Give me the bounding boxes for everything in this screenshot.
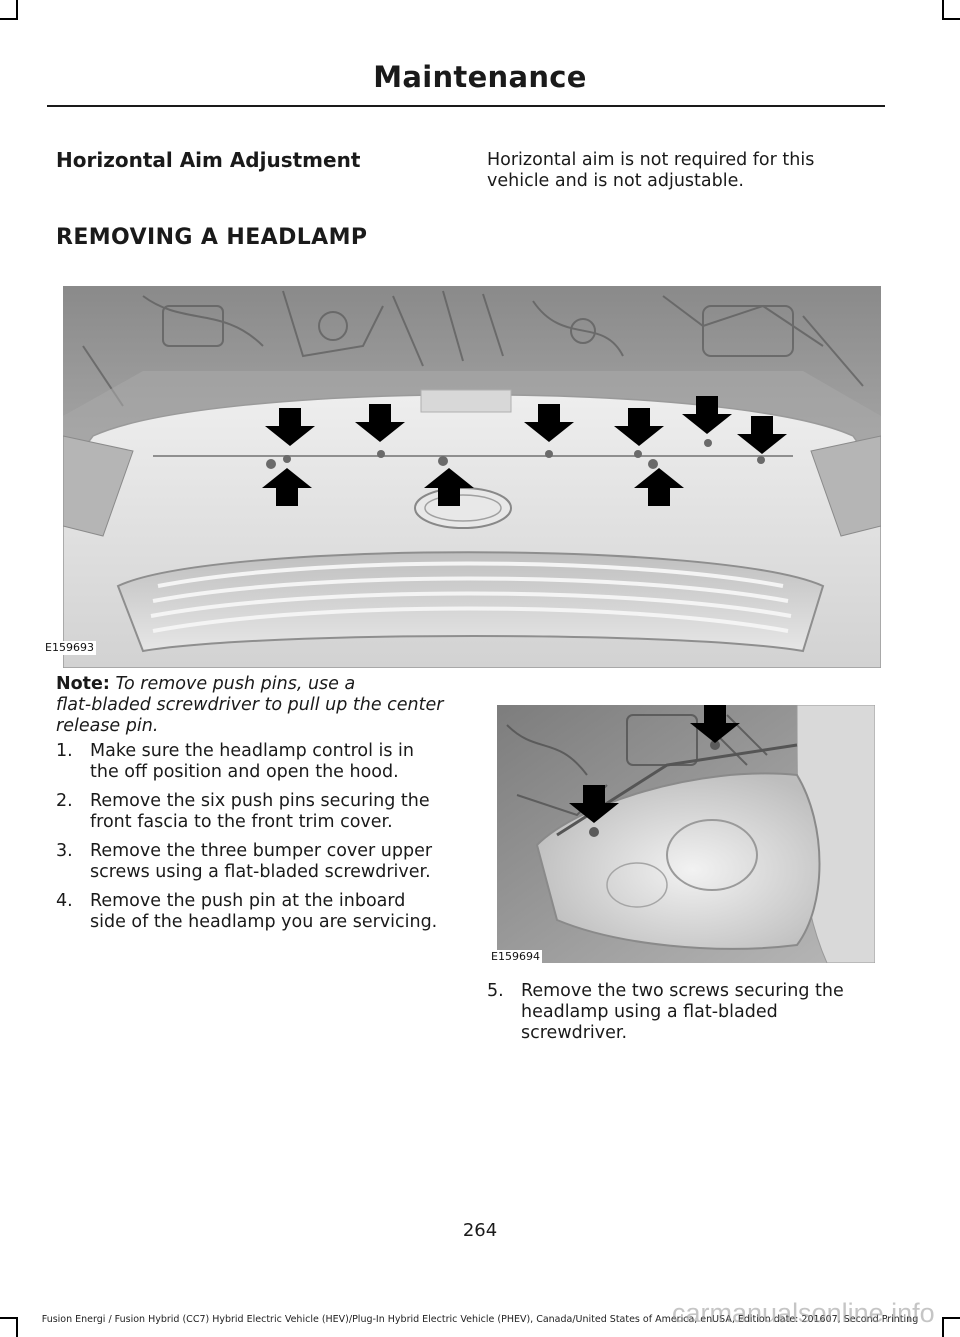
list-item: 5. Remove the two screws securing the he…	[487, 981, 887, 1044]
crop-mark	[0, 18, 18, 20]
note: Note: To remove push pins, use a flat-bl…	[56, 674, 456, 737]
crop-mark	[942, 1317, 960, 1319]
crop-mark	[16, 0, 18, 20]
footer-text: Fusion Energi / Fusion Hybrid (CC7) Hybr…	[41, 1314, 919, 1325]
header-divider	[47, 105, 885, 107]
headlamp-illustration	[497, 704, 876, 964]
page-number: 264	[462, 1220, 498, 1241]
step-line: Remove the three bumper cover upper	[90, 841, 433, 861]
step-line: screws using a flat-bladed screwdriver.	[90, 862, 431, 882]
crop-mark	[942, 0, 944, 20]
front-fascia-illustration	[62, 286, 882, 669]
steps-list: 1. Make sure the headlamp control is in …	[56, 741, 456, 941]
step-line: Remove the push pin at the inboard	[90, 891, 406, 911]
figure-code: E159693	[43, 641, 96, 655]
step-line: Remove the six push pins securing the	[90, 791, 430, 811]
step-line: front fascia to the front trim cover.	[90, 812, 393, 832]
step-line: side of the headlamp you are servicing.	[90, 912, 438, 932]
note-line: flat-bladed screwdriver to pull up the c…	[56, 695, 444, 715]
steps-list-continued: 5. Remove the two screws securing the he…	[487, 981, 887, 1052]
crop-mark	[0, 1317, 18, 1319]
figure-code: E159694	[489, 950, 542, 964]
list-item: 4. Remove the push pin at the inboard si…	[56, 891, 456, 933]
list-item: 1. Make sure the headlamp control is in …	[56, 741, 456, 783]
step-number: 2.	[56, 791, 73, 811]
horizontal-aim-body: Horizontal aim is not required for this …	[487, 150, 887, 192]
list-item: 2. Remove the six push pins securing the…	[56, 791, 456, 833]
crop-mark	[16, 1317, 18, 1337]
step-number: 5.	[487, 981, 504, 1001]
removing-headlamp-heading: REMOVING A HEADLAMP	[56, 225, 368, 250]
step-line: Remove the two screws securing the	[521, 981, 844, 1001]
step-line: the off position and open the hood.	[90, 762, 399, 782]
watermark: carmanualsonline.info	[672, 1298, 935, 1328]
note-label: Note:	[56, 674, 110, 694]
step-line: headlamp using a flat-bladed	[521, 1002, 778, 1022]
list-item: 3. Remove the three bumper cover upper s…	[56, 841, 456, 883]
step-line: Make sure the headlamp control is in	[90, 741, 415, 761]
note-line: Note: To remove push pins, use a	[56, 674, 456, 695]
horizontal-aim-heading: Horizontal Aim Adjustment	[56, 148, 361, 172]
body-line: vehicle and is not adjustable.	[487, 171, 744, 191]
step-line: screwdriver.	[521, 1023, 628, 1043]
step-number: 3.	[56, 841, 73, 861]
crop-mark	[942, 1317, 944, 1337]
step-number: 4.	[56, 891, 73, 911]
step-number: 1.	[56, 741, 73, 761]
headlamp-figure: E159694	[489, 704, 876, 964]
note-text: To remove push pins, use a	[115, 674, 356, 694]
crop-mark	[942, 18, 960, 20]
body-line: Horizontal aim is not required for this	[487, 150, 815, 170]
front-fascia-figure: E159693	[43, 286, 882, 669]
page-title: Maintenance	[373, 60, 587, 94]
note-line: release pin.	[56, 716, 159, 736]
